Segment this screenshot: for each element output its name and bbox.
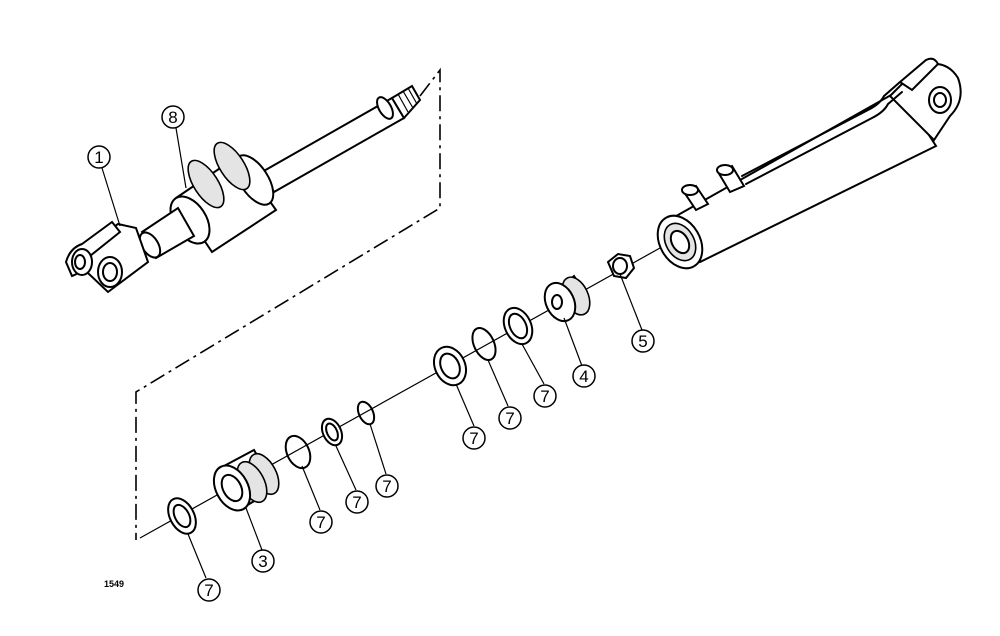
svg-text:8: 8 bbox=[168, 108, 177, 127]
seal-ring-e bbox=[320, 417, 344, 447]
piston-rod-assembly bbox=[64, 84, 422, 294]
callout-7-g: 7 bbox=[197, 578, 221, 602]
svg-text:3: 3 bbox=[258, 552, 267, 571]
seal-ring-b bbox=[471, 327, 497, 361]
callout-7-d: 7 bbox=[375, 474, 399, 498]
callout-3: 3 bbox=[251, 549, 275, 573]
svg-text:7: 7 bbox=[540, 387, 549, 406]
seal-ring-d bbox=[356, 400, 376, 426]
piston bbox=[543, 274, 591, 323]
seal-ring-c bbox=[432, 345, 468, 387]
lock-nut bbox=[606, 252, 636, 280]
svg-text:4: 4 bbox=[579, 367, 588, 386]
leader-lines bbox=[101, 127, 643, 579]
svg-text:7: 7 bbox=[505, 409, 514, 428]
seal-ring-f bbox=[284, 434, 312, 470]
cylinder-barrel bbox=[656, 57, 962, 270]
svg-text:7: 7 bbox=[469, 429, 478, 448]
svg-text:7: 7 bbox=[352, 493, 361, 512]
callout-7-f: 7 bbox=[309, 510, 333, 534]
svg-text:7: 7 bbox=[204, 581, 213, 600]
callout-7-c: 7 bbox=[462, 426, 486, 450]
svg-text:7: 7 bbox=[382, 477, 391, 496]
wiper-seal bbox=[167, 497, 197, 535]
callout-8: 8 bbox=[161, 105, 185, 129]
callout-1: 1 bbox=[87, 145, 111, 169]
callout-5: 5 bbox=[631, 329, 655, 353]
gland bbox=[212, 448, 280, 512]
svg-text:7: 7 bbox=[316, 513, 325, 532]
callout-7-a: 7 bbox=[533, 384, 557, 408]
callout-4: 4 bbox=[572, 364, 596, 388]
callout-7-e: 7 bbox=[345, 490, 369, 514]
svg-text:5: 5 bbox=[638, 332, 647, 351]
callout-7-b: 7 bbox=[498, 406, 522, 430]
figure-number: 1549 bbox=[104, 579, 125, 589]
seal-ring-a bbox=[502, 306, 534, 346]
dashed-leader bbox=[135, 67, 441, 540]
svg-text:1: 1 bbox=[94, 148, 103, 167]
